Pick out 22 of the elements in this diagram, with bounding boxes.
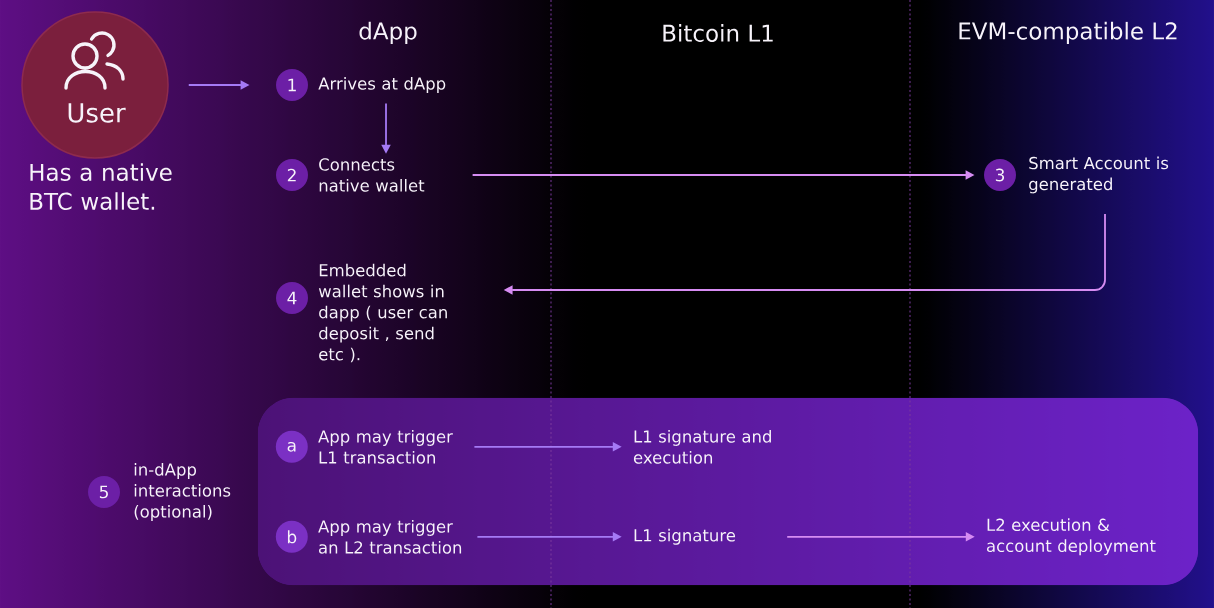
number-badge: 3 bbox=[984, 159, 1016, 191]
number-badge: 5 bbox=[88, 476, 120, 508]
step-text: Smart Account is generated bbox=[1029, 156, 1169, 194]
number-badge: 2 bbox=[276, 159, 308, 191]
step-text: App may trigger L1 transaction bbox=[318, 429, 453, 464]
column-heading: dApp bbox=[359, 21, 417, 45]
step-text: L1 signature and execution bbox=[633, 429, 771, 464]
caption-text: Has a native BTC wallet. bbox=[30, 163, 172, 210]
column-heading: Bitcoin L1 bbox=[663, 24, 773, 42]
number-badge: 4 bbox=[276, 282, 308, 314]
number-badge: 1 bbox=[276, 69, 308, 101]
step-text: in-dApp interactions (optional) bbox=[134, 463, 231, 521]
number-badge: a bbox=[275, 430, 308, 463]
column-heading: EVM-compatible L2 bbox=[959, 21, 1177, 45]
step-text: Embedded wallet shows in dapp ( user can deposit , send etc ). bbox=[318, 263, 447, 363]
step-text: L2 execution & account deployment bbox=[987, 518, 1156, 556]
number-badge: b bbox=[275, 520, 308, 553]
rounded-panel bbox=[257, 397, 1199, 586]
step-text: L1 signature bbox=[634, 528, 736, 545]
step-text: Connects native wallet bbox=[319, 158, 425, 192]
step-text: Arrives at dApp bbox=[318, 77, 446, 93]
step-text: App may trigger an L2 transaction bbox=[318, 519, 462, 554]
